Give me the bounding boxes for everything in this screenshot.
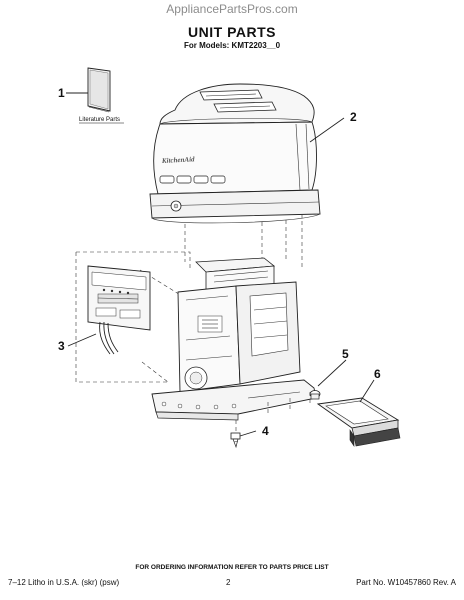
callout-2: 2 [350,110,357,124]
page-number: 2 [226,578,231,587]
callout-3: 3 [58,339,65,353]
literature-parts-label: Literature Parts [79,117,120,123]
internal-chassis [151,257,317,421]
page-subtitle: For Models: KMT2203__0 [183,41,281,50]
crumb-tray [316,397,401,447]
callout-1: 1 [58,86,65,100]
callout-5: 5 [342,347,349,361]
page-title: UNIT PARTS [188,24,276,40]
part-number: Part No. W10457860 Rev. A [356,578,456,587]
ordering-note: FOR ORDERING INFORMATION REFER TO PARTS … [135,564,329,571]
literature-parts-booklet [87,67,111,113]
brand-logo-label: KitchenAid [161,155,196,165]
watermark: AppliancePartsPros.com [166,2,298,16]
callout-4: 4 [262,424,269,438]
rubber-foot [309,390,321,400]
foot-screw [230,432,241,449]
control-panel-board [87,265,151,355]
callout-6: 6 [374,367,381,381]
litho-info: 7–12 Litho in U.S.A. (skr) (psw) [8,578,120,587]
toaster-housing [149,83,321,224]
